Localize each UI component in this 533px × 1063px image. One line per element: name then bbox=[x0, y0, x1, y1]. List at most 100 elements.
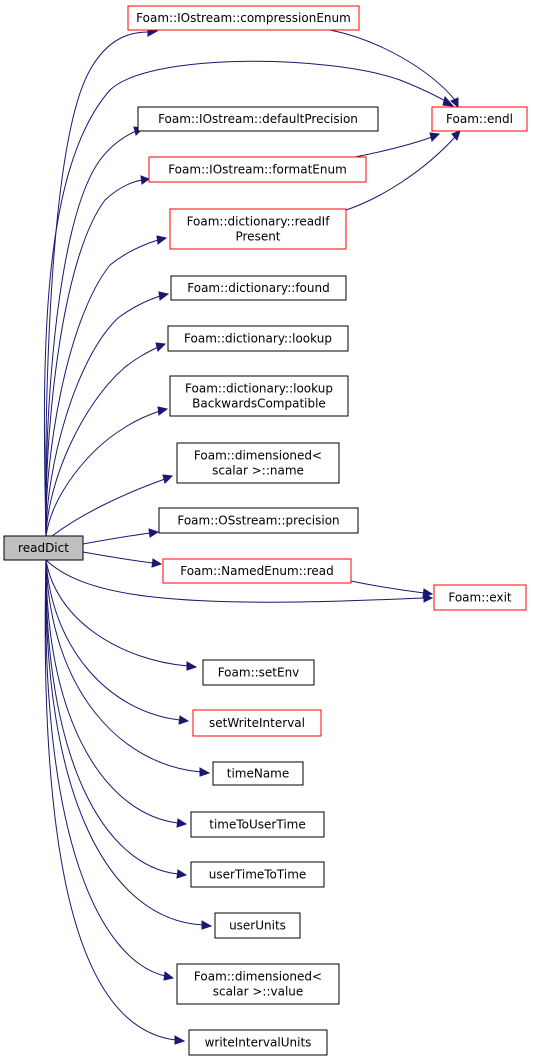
node-label: Foam::dictionary::lookup bbox=[185, 382, 333, 396]
edge-root-to-setWriteInterval bbox=[45, 559, 190, 725]
node-endl[interactable]: Foam::endl bbox=[431, 106, 528, 132]
arrowhead bbox=[442, 95, 455, 107]
edge-root-to-timeName bbox=[45, 559, 211, 777]
node-lookupBackwardsCompatible[interactable]: Foam::dictionary::lookupBackwardsCompati… bbox=[169, 375, 349, 417]
node-label: Foam::NamedEnum::read bbox=[180, 564, 334, 578]
arrowhead bbox=[186, 661, 198, 671]
arrowhead bbox=[176, 818, 188, 828]
edge-line bbox=[45, 559, 179, 875]
node-timeToUserTime[interactable]: timeToUserTime bbox=[190, 811, 325, 838]
arrowhead bbox=[156, 235, 168, 245]
arrowhead bbox=[157, 406, 169, 416]
arrowhead bbox=[201, 920, 213, 930]
node-box bbox=[169, 208, 347, 250]
arrowhead bbox=[422, 588, 434, 598]
edge-line bbox=[44, 559, 177, 1041]
edge-line bbox=[45, 559, 425, 603]
node-compressionEnum[interactable]: Foam::IOstream::compressionEnum bbox=[127, 5, 360, 31]
node-found[interactable]: Foam::dictionary::found bbox=[170, 275, 347, 301]
node-label: Foam::dictionary::found bbox=[187, 281, 329, 295]
arrowhead bbox=[450, 97, 459, 109]
node-dimensionedName[interactable]: Foam::dimensioned<scalar >::name bbox=[176, 442, 340, 484]
node-box bbox=[202, 659, 315, 686]
arrowhead bbox=[451, 130, 461, 142]
edge-root-to-timeToUserTime bbox=[45, 559, 188, 828]
edge-root-to-lookupBackwardsCompatible bbox=[45, 406, 169, 537]
arrowhead bbox=[151, 558, 163, 568]
node-root[interactable]: readDict bbox=[3, 535, 84, 561]
node-label: setWriteInterval bbox=[209, 716, 305, 730]
node-userUnits[interactable]: userUnits bbox=[214, 912, 301, 939]
edge-compressionEnum-to-endl bbox=[329, 29, 459, 109]
arrowhead bbox=[162, 474, 174, 484]
node-formatEnum[interactable]: Foam::IOstream::formatEnum bbox=[148, 156, 367, 183]
node-label: Foam::dimensioned< bbox=[194, 970, 322, 984]
node-box bbox=[190, 861, 325, 888]
edge-line bbox=[354, 136, 433, 158]
edge-line bbox=[329, 29, 456, 101]
edge-line bbox=[45, 559, 189, 667]
node-box bbox=[158, 507, 359, 534]
node-label: Foam::IOstream::compressionEnum bbox=[136, 11, 351, 25]
edge-formatEnum-to-endl bbox=[354, 132, 441, 158]
node-dimensionedValue[interactable]: Foam::dimensioned<scalar >::value bbox=[176, 963, 340, 1005]
node-label: userTimeToTime bbox=[209, 868, 307, 882]
edge-line bbox=[350, 580, 425, 594]
edge-line bbox=[82, 532, 151, 545]
node-box bbox=[167, 325, 349, 352]
node-defaultPrecision[interactable]: Foam::IOstream::defaultPrecision bbox=[137, 106, 379, 132]
node-timeName[interactable]: timeName bbox=[212, 761, 304, 786]
edge-root-to-precision bbox=[82, 528, 160, 545]
node-box bbox=[431, 106, 528, 132]
edge-root-to-found bbox=[45, 291, 170, 537]
node-box bbox=[176, 963, 340, 1005]
arrowhead bbox=[174, 1035, 186, 1045]
edge-line bbox=[45, 559, 204, 926]
node-box bbox=[127, 5, 360, 31]
node-box bbox=[137, 106, 379, 132]
edge-root-to-formatEnum bbox=[45, 175, 151, 537]
edge-line bbox=[339, 136, 456, 213]
edge-line bbox=[45, 31, 149, 537]
node-label: Foam::endl bbox=[446, 112, 513, 126]
node-label: Foam::dimensioned< bbox=[194, 449, 322, 463]
node-namedEnumRead[interactable]: Foam::NamedEnum::read bbox=[162, 558, 352, 584]
edge-root-to-lookup bbox=[45, 342, 167, 537]
edge-root-to-dimensionedValue bbox=[45, 559, 175, 981]
node-box bbox=[190, 811, 325, 838]
edge-root-to-setEnv bbox=[45, 559, 198, 671]
node-label: Foam::exit bbox=[448, 591, 512, 605]
node-box bbox=[192, 709, 322, 737]
edge-readIfPresent-to-endl bbox=[339, 130, 461, 213]
edge-line bbox=[45, 239, 159, 537]
edge-root-to-userUnits bbox=[45, 559, 213, 930]
edge-root-to-writeIntervalUnits bbox=[44, 559, 186, 1045]
node-box bbox=[214, 912, 301, 939]
node-userTimeToTime[interactable]: userTimeToTime bbox=[190, 861, 325, 888]
edge-root-to-dimensionedName bbox=[51, 474, 174, 537]
edge-line bbox=[82, 551, 154, 564]
arrowhead bbox=[140, 175, 151, 185]
edge-namedEnumRead-to-exit bbox=[350, 580, 434, 598]
node-label: timeToUserTime bbox=[209, 818, 305, 832]
node-label: Foam::IOstream::defaultPrecision bbox=[158, 112, 358, 126]
call-nodes: readDict Foam::IOstream::compressionEnumF… bbox=[3, 5, 528, 1056]
node-writeIntervalUnits[interactable]: writeIntervalUnits bbox=[188, 1029, 328, 1056]
node-box bbox=[3, 535, 84, 561]
node-label: Foam::IOstream::formatEnum bbox=[168, 163, 347, 177]
node-precision[interactable]: Foam::OSstream::precision bbox=[158, 507, 359, 534]
node-lookup[interactable]: Foam::dictionary::lookup bbox=[167, 325, 349, 352]
edge-root-to-userTimeToTime bbox=[45, 559, 188, 879]
edge-line bbox=[45, 130, 137, 537]
node-label: Foam::OSstream::precision bbox=[177, 514, 339, 528]
edge-line bbox=[51, 478, 166, 537]
node-setWriteInterval[interactable]: setWriteInterval bbox=[192, 709, 322, 737]
node-label: Foam::dictionary::readIf bbox=[187, 215, 331, 229]
arrowhead bbox=[158, 291, 170, 301]
edge-line bbox=[43, 60, 448, 537]
node-label: Foam::setEnv bbox=[218, 666, 300, 680]
node-exit[interactable]: Foam::exit bbox=[433, 584, 527, 611]
node-label: timeName bbox=[227, 767, 290, 781]
node-setEnv[interactable]: Foam::setEnv bbox=[202, 659, 315, 686]
